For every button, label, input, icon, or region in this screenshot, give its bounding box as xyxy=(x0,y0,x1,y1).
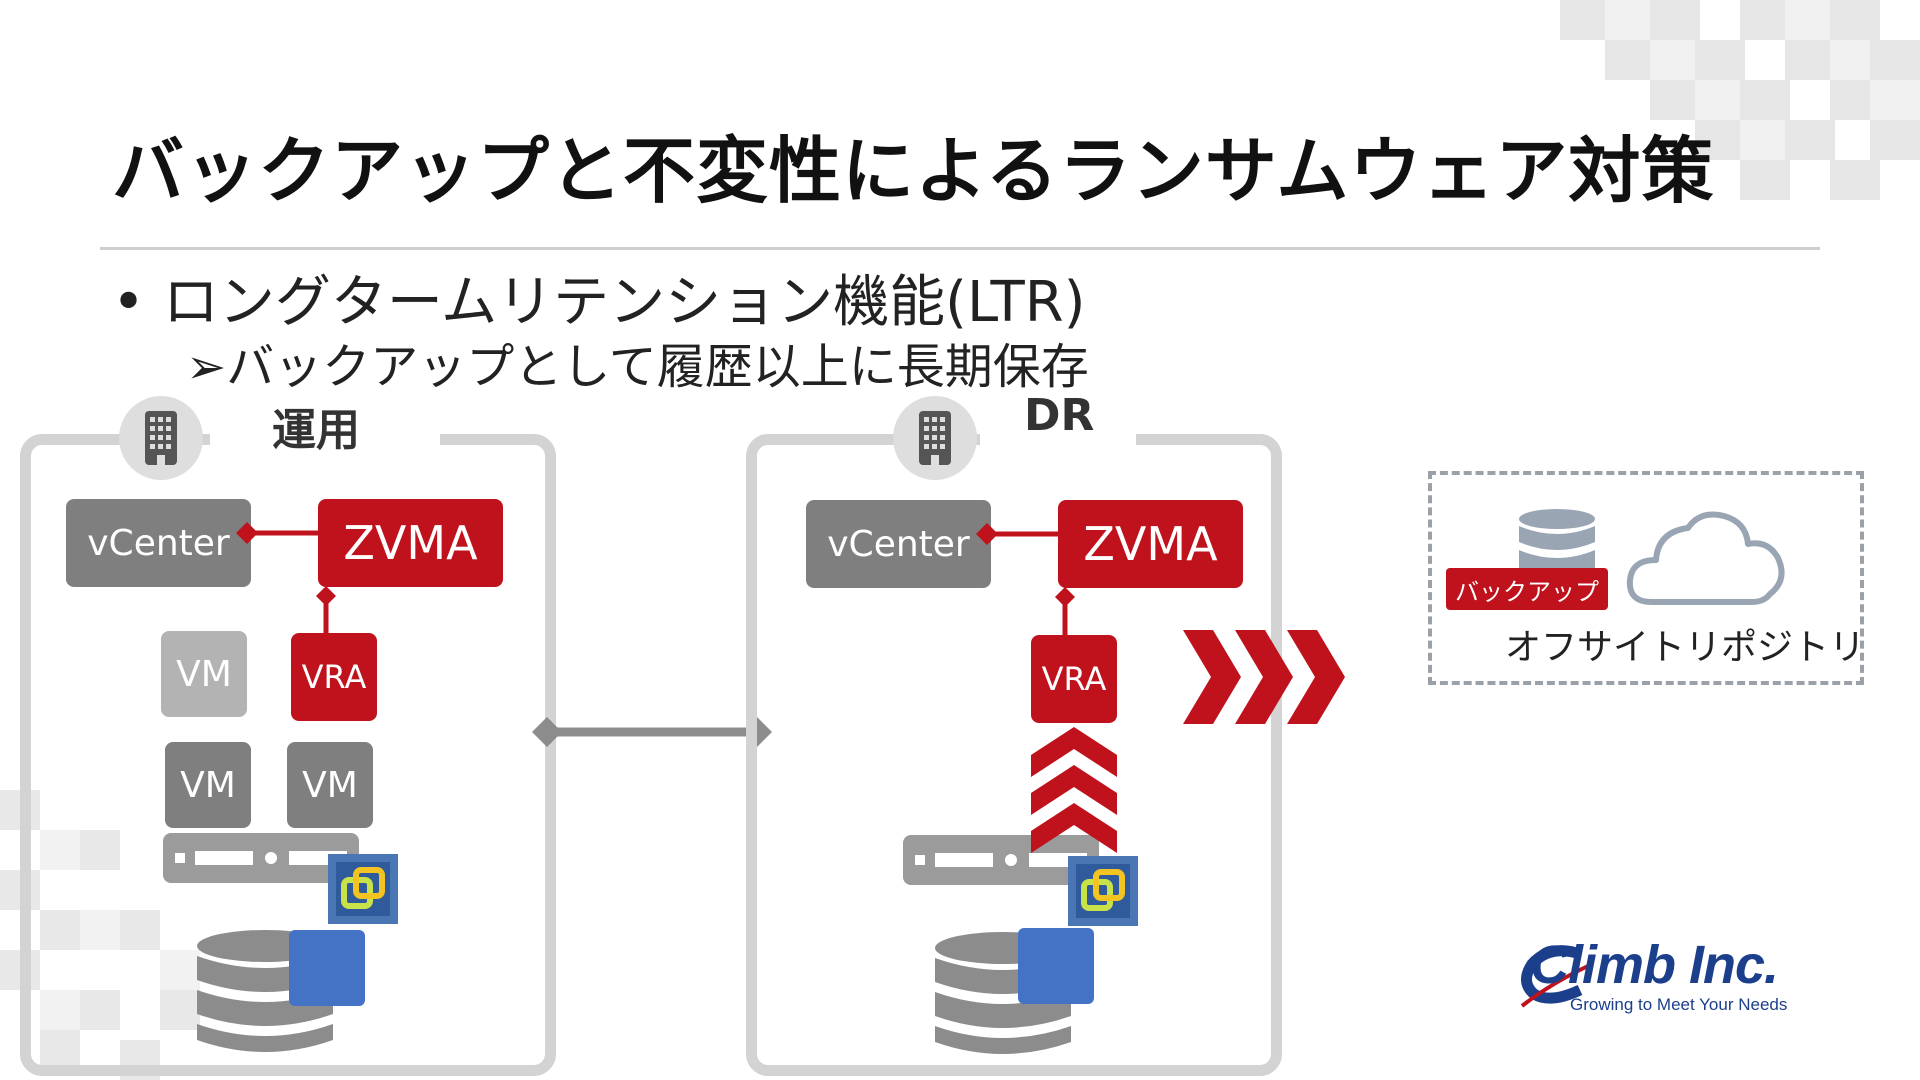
primary-datastore-block xyxy=(289,930,365,1006)
dr-vra-box: VRA xyxy=(1031,635,1117,723)
vsphere-icon xyxy=(328,854,398,924)
dr-vcenter-box: vCenter xyxy=(806,500,991,588)
logo-swoosh xyxy=(1520,945,1589,1008)
building-icon xyxy=(919,411,951,465)
bullet-item: • ロングタームリテンション機能(LTR) xyxy=(112,270,1086,335)
offsite-repository-label: オフサイトリポジトリ xyxy=(1505,627,1866,668)
primary-site-building-badge xyxy=(119,396,203,480)
vsphere-icon xyxy=(1068,856,1138,926)
slide-title: バックアップと不変性によるランサムウェア対策 xyxy=(112,129,1715,213)
primary-vm-bottom-right: VM xyxy=(287,742,373,828)
primary-zvma-vra-connector xyxy=(316,586,336,636)
triple-chevron-arrow xyxy=(1183,630,1345,724)
primary-zvma-box: ZVMA xyxy=(318,499,503,587)
dr-vcenter-zvma-connector xyxy=(976,523,1064,545)
bullet-text: ロングタームリテンション機能(LTR) xyxy=(162,270,1086,335)
title-divider xyxy=(100,247,1820,250)
dr-site-label: DR xyxy=(1024,390,1095,441)
primary-site-label-gap xyxy=(210,424,440,448)
logo-name: Climb Inc. xyxy=(1530,935,1779,995)
dr-zvma-vra-connector xyxy=(1055,587,1075,637)
dr-site-label-gap xyxy=(980,424,1136,448)
primary-vcenter-zvma-connector xyxy=(236,522,324,544)
dr-site-building-badge xyxy=(893,396,977,480)
company-logo: Climb Inc. Growing to Meet Your Needs xyxy=(1520,935,1820,1020)
logo-tagline: Growing to Meet Your Needs xyxy=(1570,995,1788,1014)
sub-bullet-item: ➢バックアップとして履歴以上に長期保存 xyxy=(186,339,1089,395)
sub-bullet-text: バックアップとして履歴以上に長期保存 xyxy=(226,339,1089,395)
cloud-icon xyxy=(1626,511,1785,605)
backup-tag: バックアップ xyxy=(1446,568,1608,610)
site-link-connector xyxy=(532,717,772,747)
primary-vm-top: VM xyxy=(161,631,247,717)
offsite-repository-box xyxy=(1428,471,1864,685)
upward-chevron-arrows xyxy=(1031,727,1117,853)
primary-vcenter-box: vCenter xyxy=(66,499,251,587)
dr-datastore-block xyxy=(1018,928,1094,1004)
decorative-pattern-top-right xyxy=(1560,0,1920,200)
building-icon xyxy=(145,411,177,465)
primary-vra-box: VRA xyxy=(291,633,377,721)
primary-vm-bottom-left: VM xyxy=(165,742,251,828)
primary-site-label: 運用 xyxy=(272,405,360,456)
dr-zvma-box: ZVMA xyxy=(1058,500,1243,588)
